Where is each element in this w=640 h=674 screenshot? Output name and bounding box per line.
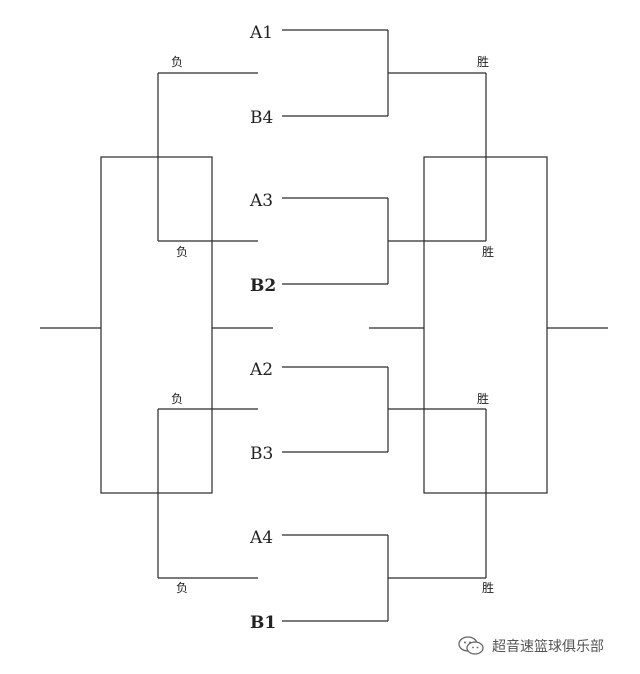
lose-label-2: 负 [176,245,188,259]
winners-round-box [423,156,548,494]
team-label-b1: B1 [250,613,276,633]
match-2-bracket [158,197,486,285]
lose-label-3: 负 [171,392,183,406]
team-label-b3: B3 [250,444,273,464]
match-1-bracket [158,29,486,117]
wechat-icon [458,636,484,655]
win-label-4: 胜 [482,580,494,595]
win-label-2: 胜 [482,244,494,259]
match-3-bracket [158,366,486,453]
team-label-a1: A1 [249,23,273,43]
lose-label-1: 负 [171,55,183,69]
lose-label-4: 负 [176,581,188,595]
win-label-1: 胜 [477,54,489,69]
match-4-bracket [158,534,486,622]
win-label-3: 胜 [477,391,489,406]
team-label-b4: B4 [250,108,273,128]
team-label-a3: A3 [249,191,273,211]
team-label-a4: A4 [249,528,273,548]
losers-round-box [100,156,213,494]
team-label-a2: A2 [249,360,273,380]
team-label-b2: B2 [250,276,276,296]
watermark-text: 超音速篮球俱乐部 [492,639,604,655]
watermark: 超音速篮球俱乐部 [458,636,604,656]
